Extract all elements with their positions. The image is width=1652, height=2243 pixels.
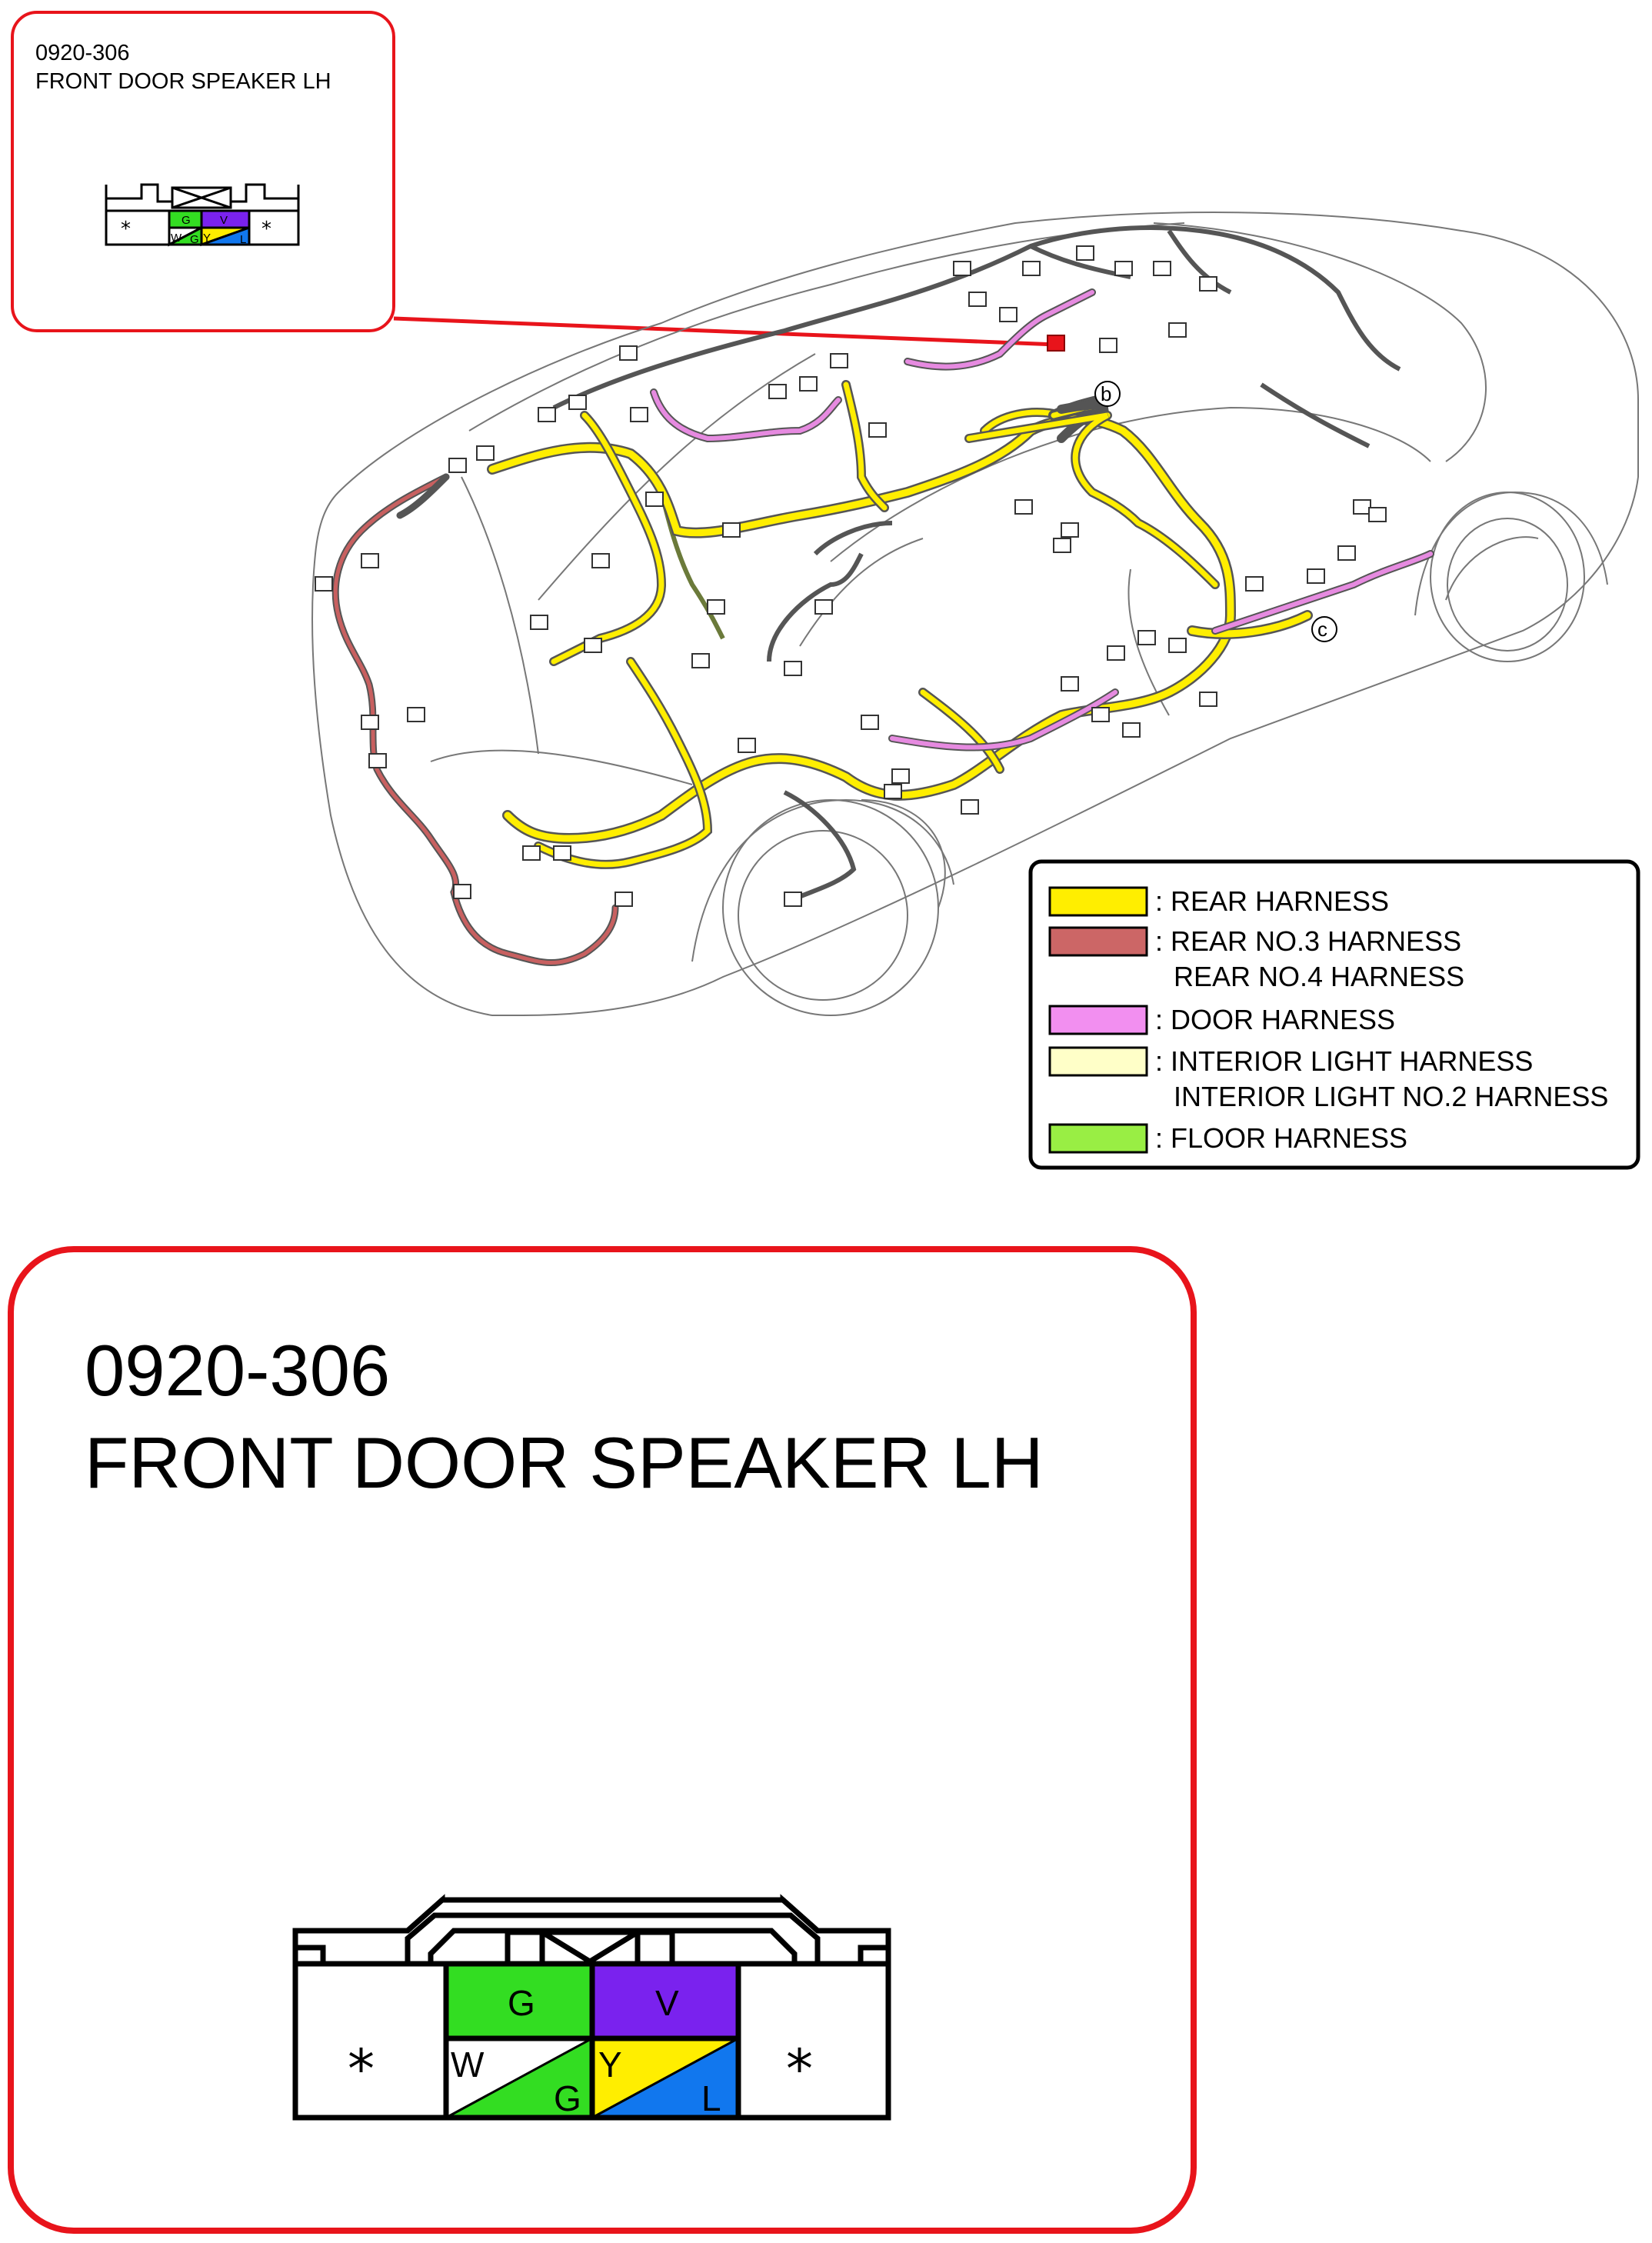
legend-label-interior-light-no2: INTERIOR LIGHT NO.2 HARNESS bbox=[1174, 1081, 1608, 1112]
large-connector-code: 0920-306 bbox=[85, 1330, 390, 1411]
small-pin-right-blank: * bbox=[261, 218, 271, 241]
legend-label-rear: : REAR HARNESS bbox=[1155, 885, 1389, 917]
small-pin-l: L bbox=[240, 233, 246, 246]
small-pin-g-bottom: G bbox=[190, 233, 199, 246]
large-detail-box: 0920-306 FRONT DOOR SPEAKER LH bbox=[8, 1246, 1197, 2234]
callout-marker-c: c bbox=[1311, 616, 1337, 642]
legend-label-floor: : FLOOR HARNESS bbox=[1155, 1122, 1407, 1154]
legend-swatch-floor bbox=[1048, 1123, 1148, 1154]
small-pin-left-blank: * bbox=[121, 218, 131, 241]
legend-swatch-door bbox=[1048, 1005, 1148, 1035]
large-connector-name: FRONT DOOR SPEAKER LH bbox=[85, 1422, 1044, 1503]
pin-v-top: V bbox=[655, 1983, 679, 2023]
pin-y: Y bbox=[598, 2045, 622, 2085]
callout-c-label: c bbox=[1317, 618, 1327, 641]
legend-label-rear-no3: : REAR NO.3 HARNESS bbox=[1155, 925, 1461, 957]
rear-wheel bbox=[1414, 491, 1608, 662]
callout-marker-b: b bbox=[1094, 381, 1121, 407]
legend-swatch-rear bbox=[1048, 886, 1148, 917]
small-callout-box: 0920-306 FRONT DOOR SPEAKER LH * * G V W… bbox=[11, 11, 395, 332]
legend-item-rear-harness: : REAR HARNESS bbox=[1048, 885, 1389, 917]
large-pin-cavities bbox=[292, 1961, 891, 2121]
front-wheel bbox=[691, 798, 954, 1016]
legend-item-rear-no3-harness: : REAR NO.3 HARNESS REAR NO.4 HARNESS bbox=[1048, 925, 1464, 992]
pin-right-blank: * bbox=[786, 2038, 813, 2101]
small-pin-g-top: G bbox=[182, 214, 191, 227]
interior-light-harness-route bbox=[552, 225, 1401, 902]
small-pin-y: Y bbox=[203, 232, 211, 245]
legend-item-interior-light-harness: : INTERIOR LIGHT HARNESS INTERIOR LIGHT … bbox=[1048, 1045, 1608, 1112]
callout-leader-line bbox=[393, 316, 1057, 347]
small-connector-name: FRONT DOOR SPEAKER LH bbox=[35, 69, 331, 94]
pin-g-top-fill bbox=[446, 1964, 592, 2038]
pin-g-bottom: G bbox=[554, 2078, 581, 2118]
legend-item-door-harness: : DOOR HARNESS bbox=[1048, 1004, 1395, 1035]
callout-b-label: b bbox=[1101, 382, 1111, 405]
harness-legend: : REAR HARNESS : REAR NO.3 HARNESS REAR … bbox=[1028, 859, 1640, 1170]
pin-g-top: G bbox=[508, 1983, 535, 2023]
small-connector-code: 0920-306 bbox=[35, 41, 130, 65]
legend-label-rear-no4: REAR NO.4 HARNESS bbox=[1174, 961, 1464, 992]
pin-left-blank: * bbox=[348, 2038, 375, 2101]
door-harness-route bbox=[650, 288, 1434, 752]
pin-w: W bbox=[451, 2045, 485, 2085]
small-pin-w: W bbox=[171, 232, 182, 245]
legend-swatch-interior-light bbox=[1048, 1046, 1148, 1077]
small-connector-face bbox=[105, 183, 300, 247]
small-pin-v-top: V bbox=[220, 214, 228, 227]
legend-item-floor-harness: : FLOOR HARNESS bbox=[1048, 1122, 1407, 1154]
rear-no3-harness-route bbox=[331, 473, 619, 966]
pin-v-top-fill bbox=[592, 1964, 738, 2038]
legend-swatch-rear-no3 bbox=[1048, 926, 1148, 957]
legend-label-door: : DOOR HARNESS bbox=[1155, 1004, 1395, 1035]
pin-l: L bbox=[701, 2078, 721, 2118]
highlighted-connector-0920-306[interactable] bbox=[1047, 335, 1065, 352]
car-connectors bbox=[315, 245, 1387, 907]
legend-label-interior-light: : INTERIOR LIGHT HARNESS bbox=[1155, 1045, 1533, 1077]
